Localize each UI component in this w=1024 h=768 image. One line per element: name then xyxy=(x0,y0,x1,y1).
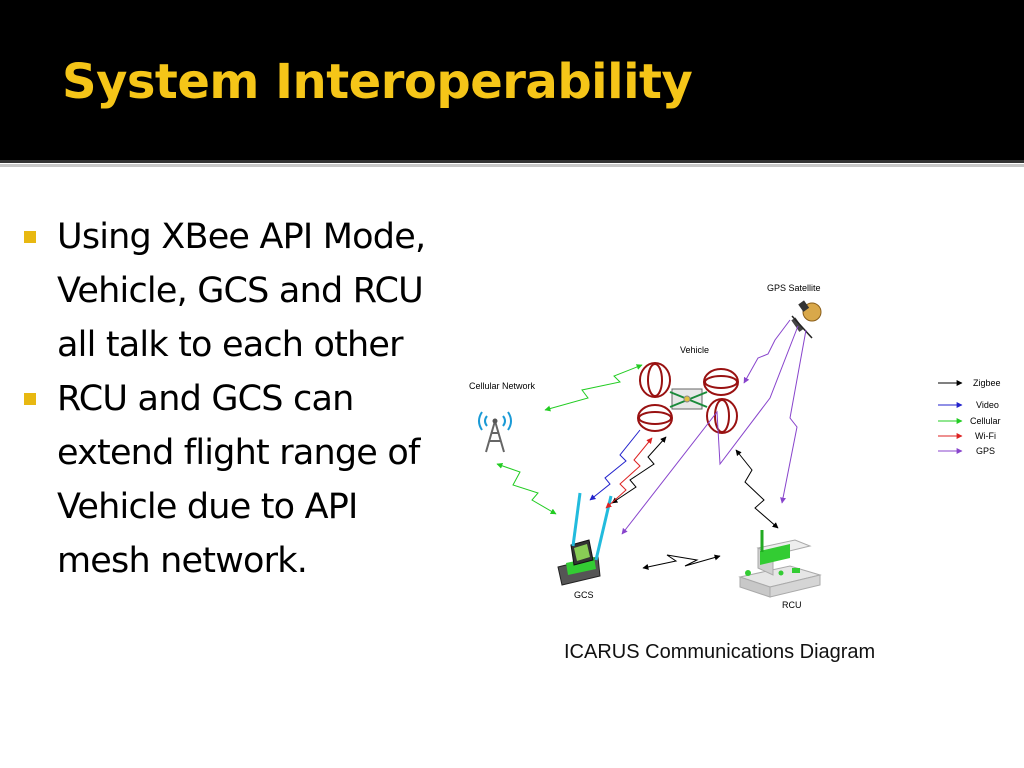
title-divider-shadow xyxy=(0,164,1024,167)
wifi-link-vehicle-gcs xyxy=(605,437,653,509)
bullet-line: all talk to each other xyxy=(57,325,404,365)
diagram-caption: ICARUS Communications Diagram xyxy=(564,641,875,663)
bullet-line: RCU and GCS can xyxy=(57,379,354,419)
bullet-square-icon xyxy=(24,231,36,243)
zigbee-link-vehicle-gcs xyxy=(611,436,667,504)
bullet-list: Using XBee API Mode, Vehicle, GCS and RC… xyxy=(20,210,490,588)
control-unit-icon xyxy=(738,530,822,598)
legend-gps-label: GPS xyxy=(976,446,995,456)
title-bar: System Interoperability xyxy=(0,0,1024,160)
slide-title: System Interoperability xyxy=(62,54,693,110)
bullet-line: Vehicle due to API xyxy=(57,487,358,527)
bullet-item: RCU and GCS can extend flight range of V… xyxy=(20,372,490,588)
zigbee-link-gcs-rcu xyxy=(642,554,721,570)
zigbee-link-vehicle-rcu xyxy=(735,449,779,529)
bullet-square-icon xyxy=(24,393,36,405)
satellite-icon xyxy=(791,300,822,339)
bullet-line: mesh network. xyxy=(57,541,308,581)
label-vehicle: Vehicle xyxy=(680,345,709,355)
quadrotor-icon xyxy=(637,362,739,434)
bullet-line: Using XBee API Mode, xyxy=(57,217,426,257)
laptop-case-icon xyxy=(557,492,613,586)
legend: Zigbee Video Cellular Wi-Fi GPS xyxy=(938,378,1001,456)
legend-wifi-label: Wi-Fi xyxy=(975,431,996,441)
legend-video-label: Video xyxy=(976,400,999,410)
bullet-item: Using XBee API Mode, Vehicle, GCS and RC… xyxy=(20,210,490,372)
label-gps-satellite: GPS Satellite xyxy=(767,283,821,293)
gps-link-satellite-vehicle xyxy=(743,319,791,384)
label-gcs: GCS xyxy=(574,590,594,600)
label-cellular-network: Cellular Network xyxy=(469,381,536,391)
cell-tower-icon xyxy=(478,411,512,453)
gps-link-satellite-gcs xyxy=(621,325,799,535)
bullet-line: Vehicle, GCS and RCU xyxy=(57,271,424,311)
gps-link-satellite-rcu xyxy=(780,329,807,504)
legend-zigbee-label: Zigbee xyxy=(973,378,1001,388)
cellular-link-tower-vehicle xyxy=(544,364,643,412)
communications-diagram: GPS Satellite Vehicle Cellular Network G… xyxy=(469,283,1001,663)
label-rcu: RCU xyxy=(782,600,802,610)
bullet-line: extend flight range of xyxy=(57,433,420,473)
title-divider xyxy=(0,160,1024,163)
cellular-link-tower-gcs xyxy=(496,462,557,515)
legend-cellular-label: Cellular xyxy=(970,416,1001,426)
